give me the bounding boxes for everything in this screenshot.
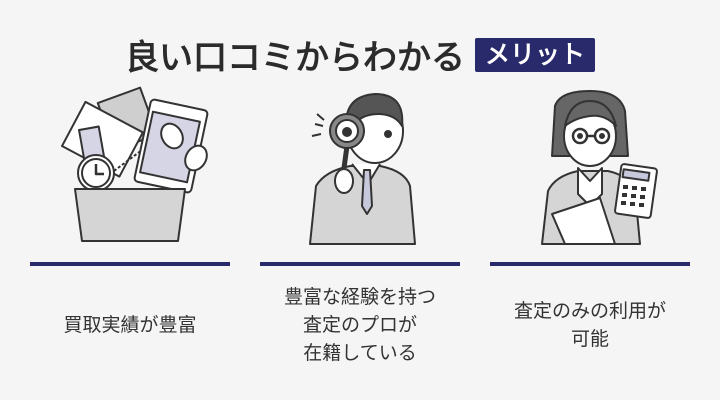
divider-bar: [260, 262, 460, 266]
merit-label: 買取実績が豊富: [63, 314, 197, 336]
divider-bar: [490, 262, 690, 266]
merit-label: 豊富な経験を持つ 査定のプロが 在籍している: [283, 286, 436, 364]
merit-column-1: 買取実績が豊富: [30, 86, 230, 336]
basket-of-items-icon: [30, 86, 230, 246]
page-title: 良い口コミからわかる メリット: [0, 30, 720, 79]
merit-badge: メリット: [474, 37, 595, 72]
merit-column-3: 査定のみの利用が 可能: [490, 86, 690, 350]
man-with-magnifier-icon: [260, 86, 460, 246]
woman-with-calculator-icon: [490, 86, 690, 246]
title-text: 良い口コミからわかる: [124, 38, 465, 78]
divider-bar: [30, 262, 230, 266]
merit-label: 査定のみの利用が 可能: [513, 300, 666, 350]
merit-column-2: 豊富な経験を持つ 査定のプロが 在籍している: [260, 86, 460, 364]
